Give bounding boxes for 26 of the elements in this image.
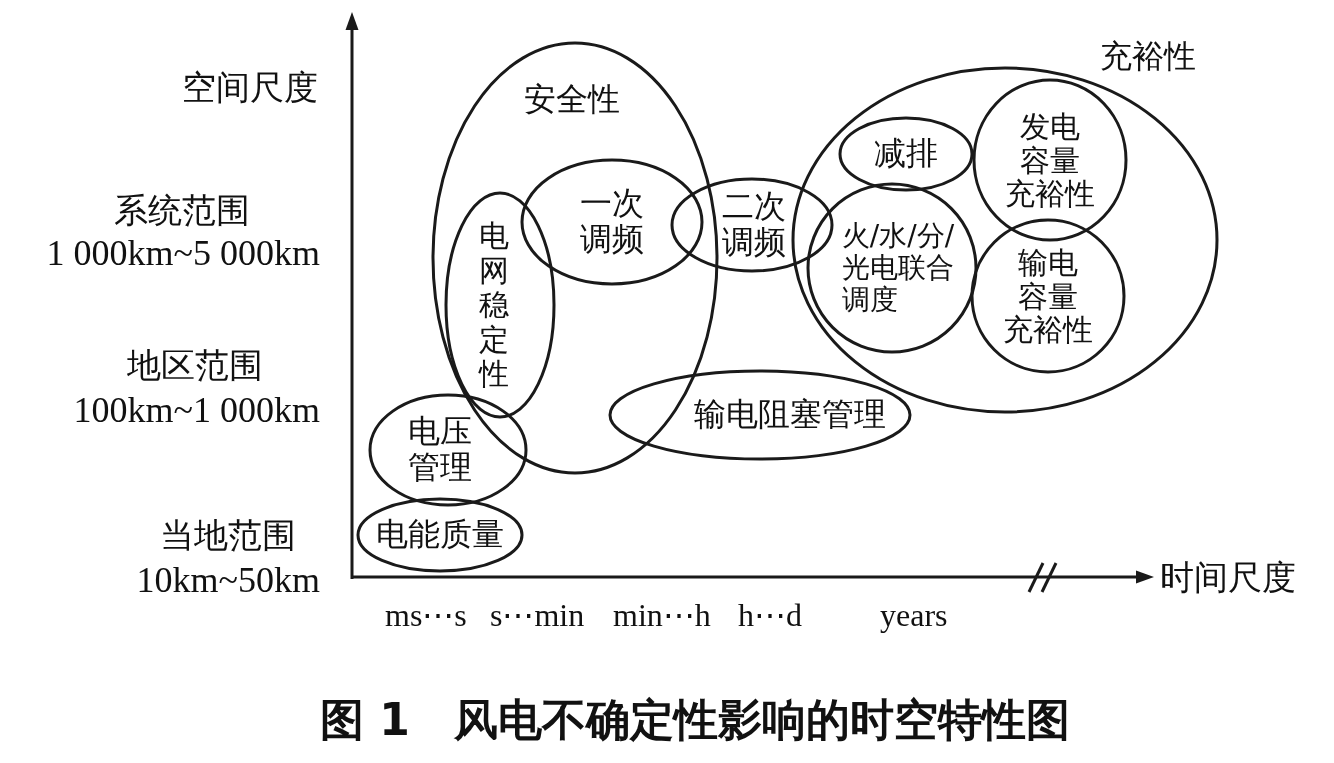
time-scale-label: min⋯h (613, 598, 711, 634)
time-scale-label: years (880, 598, 948, 634)
ellipse-label: 电能质量 (376, 517, 504, 553)
figure-caption: 图 1 风电不确定性影响的时空特性图 (320, 695, 1070, 745)
scale-label: 当地范围 (160, 517, 296, 555)
ellipse-label: 一次调频 (580, 186, 644, 258)
region-heading: 充裕性 (1100, 39, 1196, 75)
time-scale-label: s⋯min (490, 598, 585, 634)
range-label: 100km~1 000km (73, 391, 320, 431)
ellipse-label: 减排 (874, 136, 938, 172)
ellipse-label: 电压管理 (408, 414, 472, 486)
time-scale-label: ms⋯s (385, 598, 467, 634)
ellipse-label: 二次调频 (722, 189, 786, 261)
axis-title: 时间尺度 (1160, 559, 1296, 597)
ellipse-label: 输电阻塞管理 (694, 397, 886, 433)
ellipse-label: 电网稳定性 (479, 218, 509, 392)
ellipse-label: 安全性 (524, 82, 620, 118)
range-label: 10km~50km (136, 561, 320, 601)
scale-label: 系统范围 (114, 192, 250, 230)
time-scale-label: h⋯d (738, 598, 802, 634)
scale-label: 地区范围 (127, 347, 263, 385)
ellipse-label: 火/水/分/光电联合调度 (841, 219, 955, 317)
ellipse-label: 输电容量充裕性 (1003, 245, 1093, 347)
ellipse-label: 发电容量充裕性 (1005, 109, 1095, 211)
axis-title: 空间尺度 (182, 69, 318, 107)
range-label: 1 000km~5 000km (46, 234, 320, 274)
